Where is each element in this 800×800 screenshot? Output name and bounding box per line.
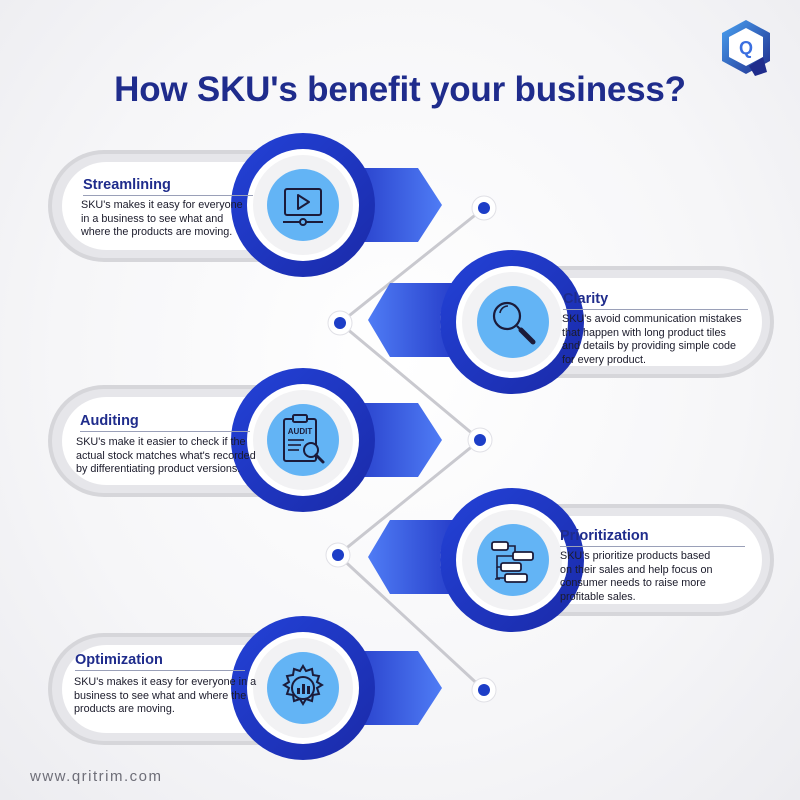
heading-divider [83,195,253,196]
qritrim-logo-icon: Q [719,18,773,78]
description-line: by differentiating product versions. [76,463,241,476]
connector-dot-1 [471,195,497,221]
benefit-description: SKU's make it easier to check if the act… [76,436,276,477]
description-line: business to see what and where the [74,689,247,702]
connector-dot-3 [467,427,493,453]
description-line: for every product. [562,353,647,366]
benefit-heading: Clarity [563,291,609,307]
description-line: products are moving. [74,703,175,716]
description-line: where the products are moving. [81,226,233,239]
benefit-heading: Optimization [75,652,163,668]
heading-divider [563,309,748,310]
description-line: SKU's make it easier to check if the [76,436,246,448]
video-player-icon [265,167,341,248]
magnifying-glass-icon [475,284,551,365]
description-line: profitable sales. [560,590,636,603]
description-line: SKU's prioritize products based [560,550,711,562]
description-line: SKU's avoid communication mistakes [562,313,742,325]
benefit-description: SKU's prioritize products based on their… [560,550,760,604]
heading-divider [80,431,250,432]
page-title: How SKU's benefit your business? [114,70,686,109]
description-line: actual stock matches what's recorded [76,449,256,462]
benefit-description: SKU's makes it easy for everyone in a bu… [81,199,281,240]
footer-url[interactable]: www.qritrim.com [30,768,163,785]
benefit-description: SKU's makes it easy for everyone in a bu… [74,676,284,717]
logo-letter: Q [739,38,753,58]
heading-divider [75,670,245,671]
description-line: that happen with long product tiles [562,326,726,339]
benefit-heading: Auditing [80,413,139,429]
connector-dot-2 [327,310,353,336]
description-line: on their sales and help focus on [560,563,713,576]
audit-clipboard-icon: AUDIT [265,402,341,483]
priority-list-icon [475,522,551,603]
description-line: consumer needs to raise more [560,577,706,590]
connector-dot-4 [325,542,351,568]
description-line: in a business to see what and [81,212,224,225]
gear-chart-icon [265,650,341,731]
description-line: SKU's makes it easy for everyone in a [74,676,257,688]
benefit-description: SKU's avoid communication mistakes that … [562,313,767,367]
description-line: and details by providing simple code [562,340,737,353]
audit-label: AUDIT [288,427,313,436]
description-line: SKU's makes it easy for everyone [81,199,243,211]
connector-dot-5 [471,677,497,703]
heading-divider [560,546,745,547]
benefit-heading: Prioritization [560,528,649,544]
benefit-heading: Streamlining [83,177,171,193]
